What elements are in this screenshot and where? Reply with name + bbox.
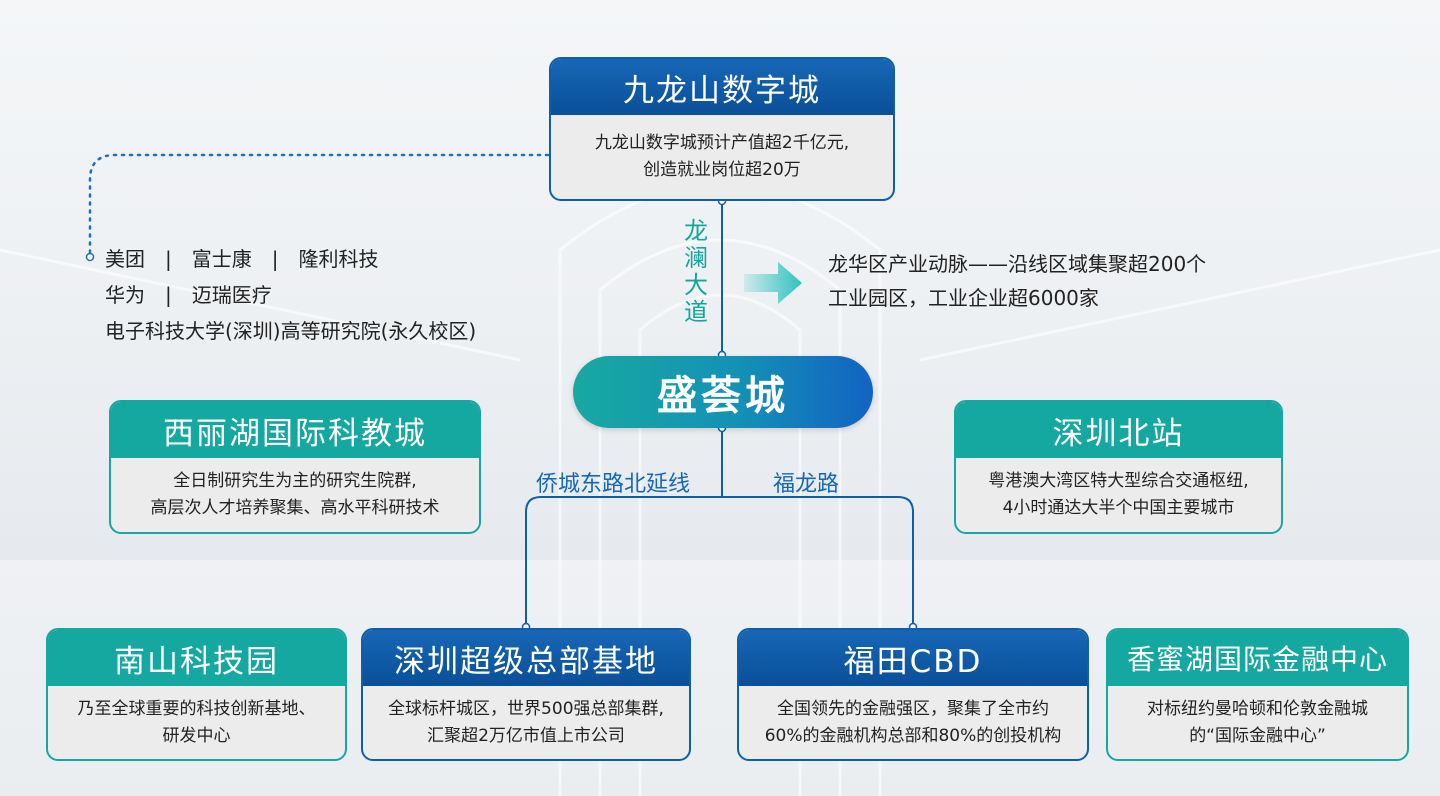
list-line: 华为 | 迈瑞医疗: [105, 283, 272, 307]
road-label-qiaocheng: 侨城东路北延线: [536, 472, 691, 497]
dotted-link: [88, 153, 550, 257]
box-xiangmihu: 香蜜湖国际金融中心 对标纽约曼哈顿和伦敦金融城 的“国际金融中心”: [1106, 628, 1409, 761]
box-jiulongshan: 九龙山数字城 九龙山数字城预计产值超2千亿元, 创造就业岗位超20万: [549, 57, 895, 201]
box-title: 香蜜湖国际金融中心: [1108, 630, 1407, 686]
box-futian-cbd: 福田CBD 全国领先的金融强区，聚集了全市约 60%的金融机构总部和80%的创投…: [737, 628, 1089, 761]
box-text: 创造就业岗位超20万: [643, 160, 801, 180]
industry-note: 龙华区产业动脉——沿线区域集聚超200个 工业园区，工业企业超6000家: [828, 247, 1206, 315]
box-text: 4小时通达大半个中国主要城市: [1002, 498, 1235, 518]
box-text: 全球标杆城区，世界500强总部集群,: [388, 698, 664, 719]
road-char: 道: [684, 298, 708, 326]
dotted-link-end: [85, 252, 95, 262]
road-label-fulong: 福龙路: [773, 472, 840, 497]
box-text: 全国领先的金融强区，聚集了全市约: [777, 698, 1049, 719]
box-title: 福田CBD: [739, 630, 1087, 686]
box-title: 西丽湖国际科教城: [111, 402, 479, 458]
list-line: 电子科技大学(深圳)高等研究院(永久校区): [105, 319, 477, 343]
road-label-longlan: 龙 澜 大 道: [680, 218, 712, 326]
box-text: 全日制研究生为主的研究生院群,: [173, 471, 417, 491]
box-title: 南山科技园: [48, 630, 345, 686]
box-text: 粤港澳大湾区特大型综合交通枢纽,: [988, 471, 1249, 491]
branch-link: [525, 496, 914, 628]
box-text: 60%的金融机构总部和80%的创投机构: [764, 725, 1062, 746]
road-char: 大: [684, 271, 708, 299]
box-xilihu: 西丽湖国际科教城 全日制研究生为主的研究生院群, 高层次人才培养聚集、高水平科研…: [109, 400, 481, 534]
road-char: 龙: [684, 217, 708, 245]
box-text: 的“国际金融中心”: [1189, 725, 1326, 746]
note-line: 工业园区，工业企业超6000家: [828, 286, 1099, 310]
box-hq-base: 深圳超级总部基地 全球标杆城区，世界500强总部集群, 汇聚超2万亿市值上市公司: [361, 628, 691, 761]
box-nanshan: 南山科技园 乃至全球重要的科技创新基地、 研发中心: [46, 628, 347, 761]
note-line: 龙华区产业动脉——沿线区域集聚超200个: [828, 252, 1207, 276]
box-title: 九龙山数字城: [551, 59, 893, 115]
box-text: 汇聚超2万亿市值上市公司: [427, 725, 625, 746]
box-text: 研发中心: [162, 725, 231, 746]
company-list: 美团 | 富士康 | 隆利科技 华为 | 迈瑞医疗 电子科技大学(深圳)高等研究…: [105, 241, 476, 349]
box-shenzhen-north: 深圳北站 粤港澳大湾区特大型综合交通枢纽, 4小时通达大半个中国主要城市: [954, 400, 1283, 534]
arrow-right-icon: [744, 262, 802, 304]
road-char: 澜: [684, 244, 708, 272]
box-text: 对标纽约曼哈顿和伦敦金融城: [1147, 698, 1368, 719]
list-line: 美团 | 富士康 | 隆利科技: [105, 247, 379, 271]
box-title: 深圳北站: [956, 402, 1281, 458]
box-text: 高层次人才培养聚集、高水平科研技术: [150, 498, 440, 518]
box-text: 乃至全球重要的科技创新基地、: [77, 698, 316, 719]
box-text: 九龙山数字城预计产值超2千亿元,: [594, 133, 850, 153]
center-shenghuicheng: 盛荟城: [573, 356, 873, 428]
box-title: 深圳超级总部基地: [363, 630, 689, 686]
